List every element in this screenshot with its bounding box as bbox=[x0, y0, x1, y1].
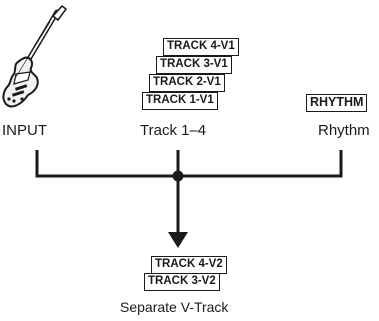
track-1-4-label: Track 1–4 bbox=[140, 122, 207, 139]
rhythm-label: Rhythm bbox=[318, 122, 370, 139]
electric-guitar-icon bbox=[2, 4, 68, 108]
bus-line bbox=[35, 150, 343, 178]
junction-dot bbox=[172, 170, 184, 182]
separate-v-track-label: Separate V-Track bbox=[120, 299, 229, 315]
rhythm-tag: RHYTHM bbox=[306, 94, 368, 112]
arrow-head-icon bbox=[168, 232, 188, 248]
track-4-v1-tag: TRACK 4-V1 bbox=[163, 38, 239, 56]
input-label: INPUT bbox=[2, 122, 47, 139]
track-4-v2-tag: TRACK 4-V2 bbox=[151, 256, 227, 274]
track-2-v1-tag: TRACK 2-V1 bbox=[149, 74, 225, 92]
track-3-v2-tag: TRACK 3-V2 bbox=[144, 273, 220, 291]
track-3-v1-tag: TRACK 3-V1 bbox=[156, 56, 232, 74]
track-1-v1-tag: TRACK 1-V1 bbox=[142, 92, 218, 110]
